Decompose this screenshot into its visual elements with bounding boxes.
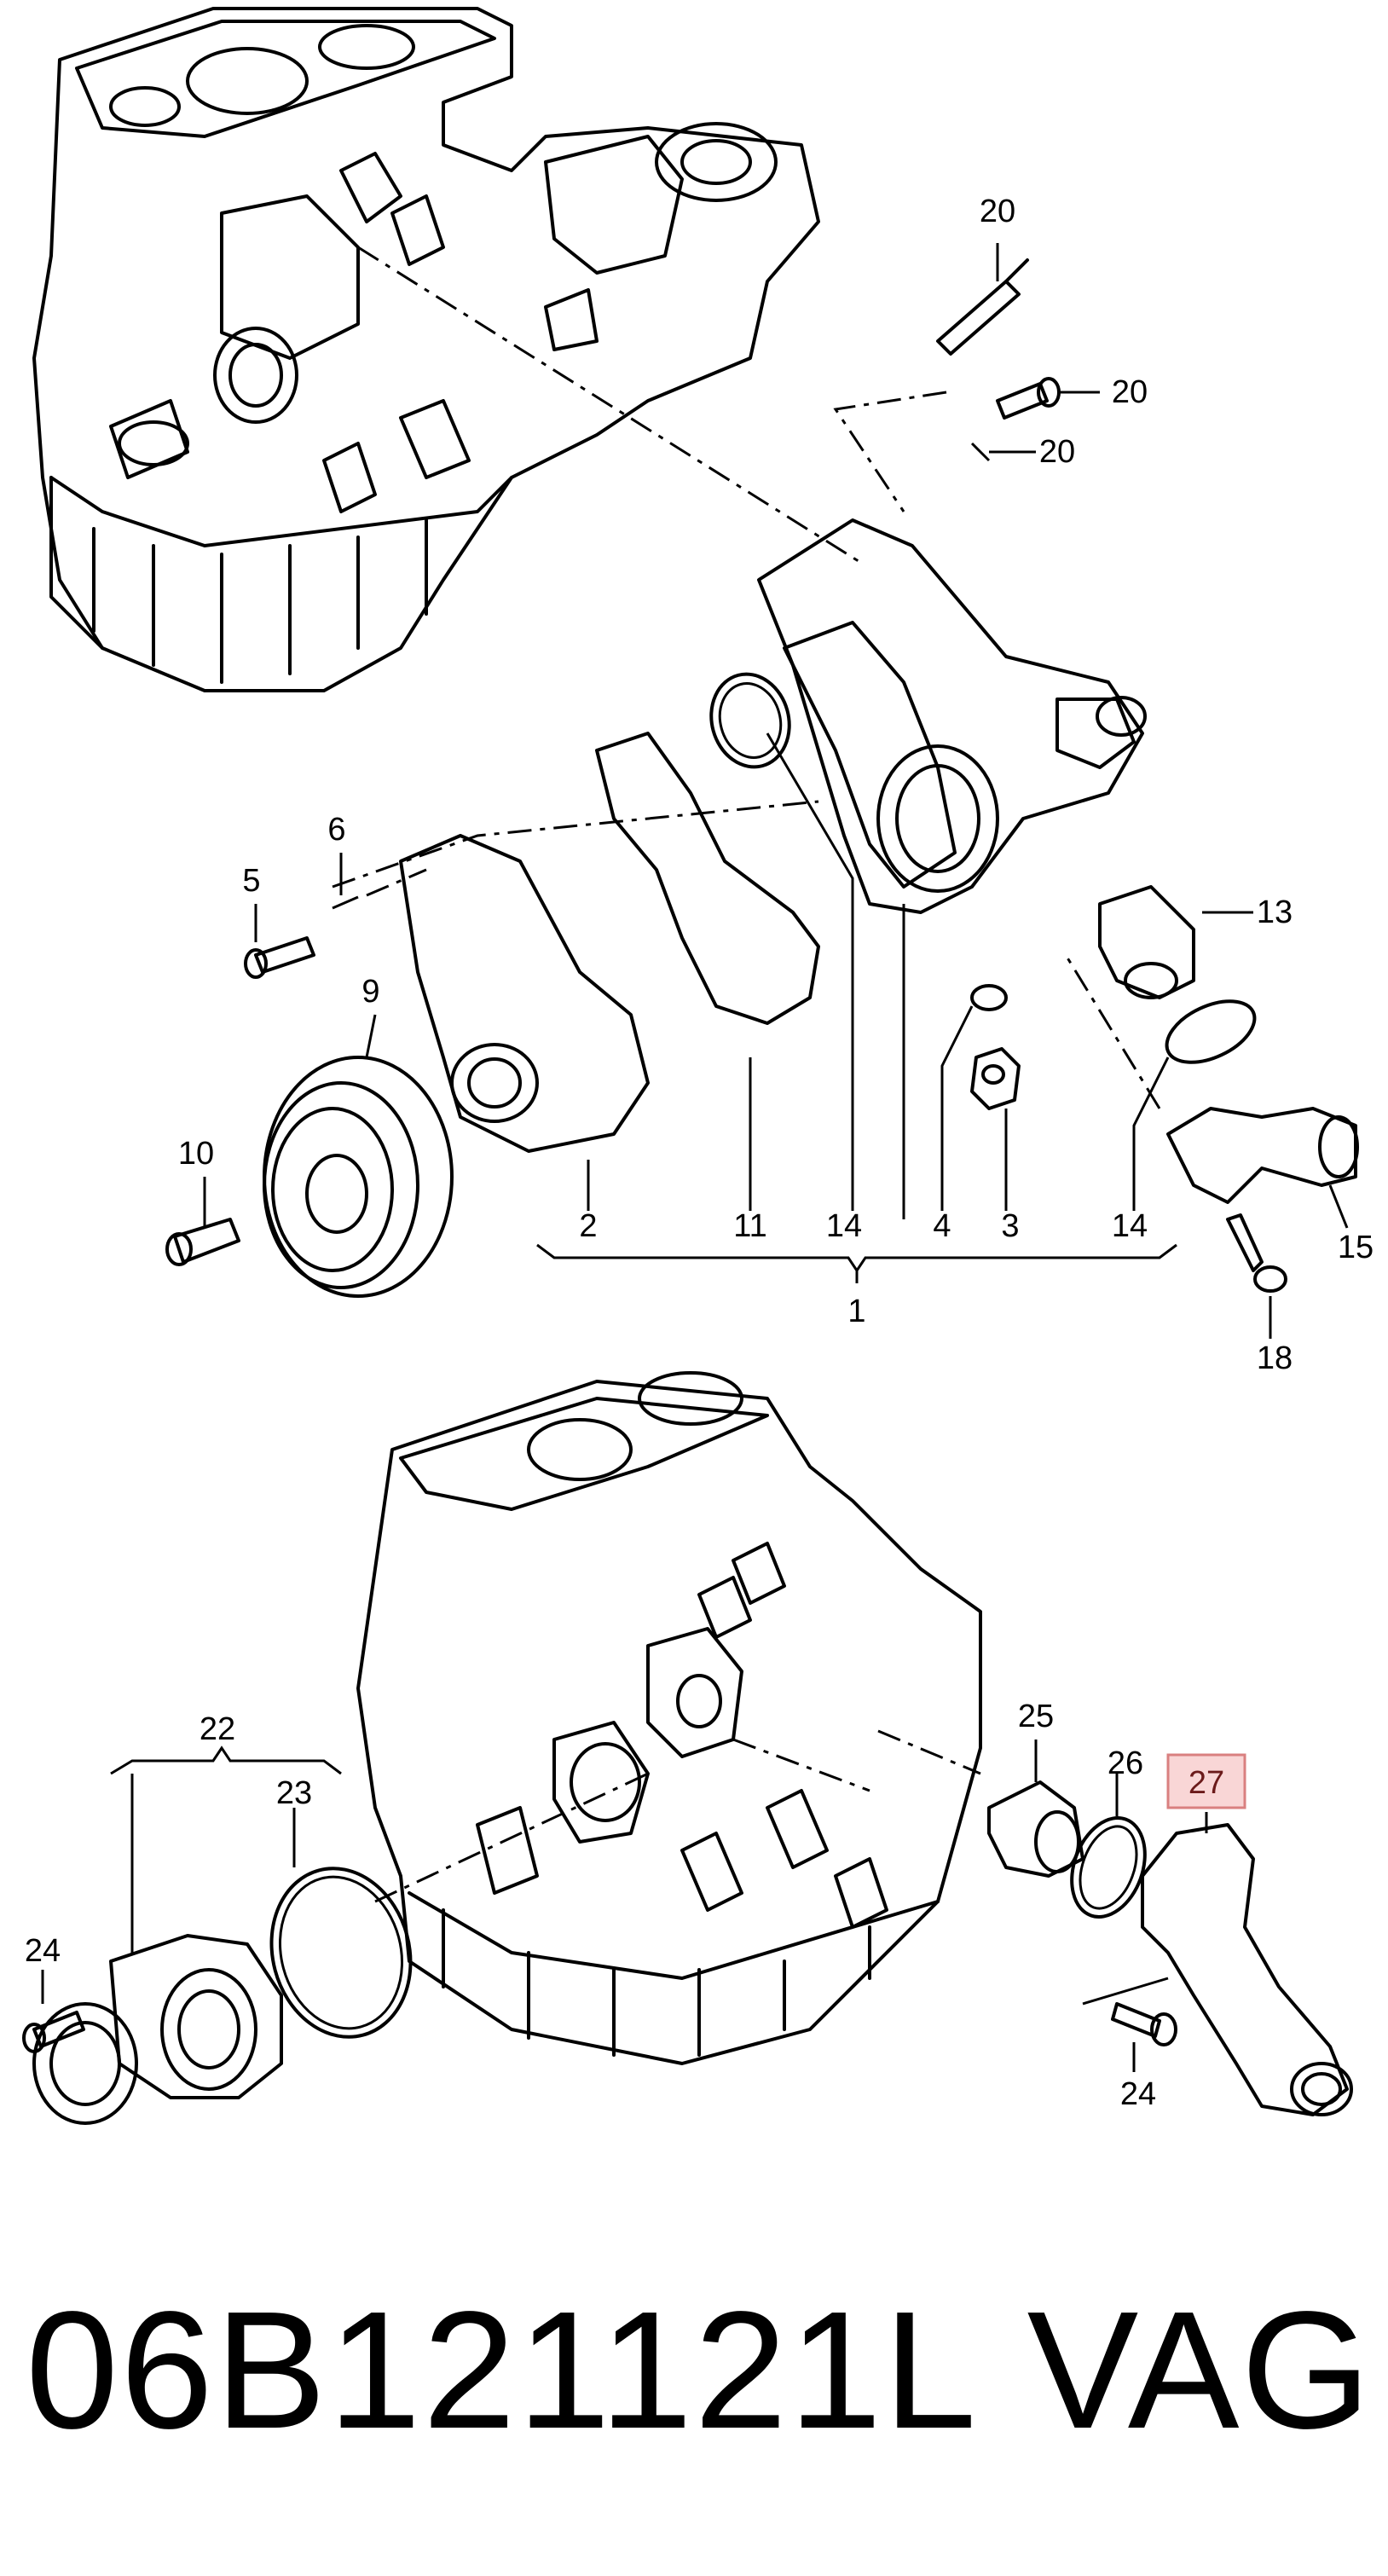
bolt-20-long: [936, 258, 1029, 356]
callout-15: 15: [1338, 1230, 1374, 1265]
callout-20-c: 20: [1039, 434, 1075, 470]
bolt-20-short: [996, 377, 1061, 420]
brand-name: VAG: [1027, 2277, 1373, 2463]
callout-9: 9: [361, 974, 379, 1010]
bolt-24-right: [1111, 2002, 1177, 2046]
callout-5: 5: [242, 863, 260, 899]
thermostat-13: [1098, 885, 1195, 999]
callout-10: 10: [178, 1136, 214, 1172]
callout-14-a: 14: [826, 1208, 862, 1244]
callout-27-highlight: [1166, 1753, 1246, 1809]
part-caption: 06B121121L VAG: [26, 2268, 1373, 2473]
callout-26: 26: [1108, 1745, 1143, 1781]
water-pump-housing: [757, 518, 1147, 914]
callout-3: 3: [1001, 1208, 1019, 1244]
bolt-24-left: [22, 2011, 85, 2053]
callout-6: 6: [327, 812, 345, 848]
pump-gasket-oval: [709, 672, 791, 769]
thermostat-25: [987, 1780, 1084, 1878]
callout-20-a: 20: [980, 194, 1015, 229]
o-ring-26: [1070, 1815, 1147, 1919]
nut-3: [970, 1047, 1021, 1110]
pulley: [263, 1056, 454, 1298]
coolant-flange-27: [1141, 1823, 1353, 2116]
o-ring-14: [1165, 999, 1257, 1064]
callout-27: 27: [1188, 1765, 1224, 1801]
callout-1: 1: [847, 1294, 865, 1329]
callout-13: 13: [1257, 894, 1293, 930]
callout-2: 2: [579, 1208, 597, 1244]
callout-20-b: 20: [1112, 374, 1148, 410]
o-ring-23: [269, 1867, 413, 2039]
engine-block-bottom: [356, 1371, 982, 2065]
coolant-elbow-15: [1166, 1107, 1359, 1204]
washer-20: [970, 442, 991, 462]
bolt-10: [165, 1218, 240, 1266]
callout-14-b: 14: [1112, 1208, 1148, 1244]
callout-4: 4: [933, 1208, 951, 1244]
callout-24-a: 24: [25, 1933, 61, 1969]
bolt-5: [244, 936, 315, 979]
exploded-parts-diagram: 20 20 20 5 6 9 10 13 2 11 14 4 3 14 15 1…: [22, 7, 1374, 2125]
callout-25: 25: [1018, 1699, 1054, 1734]
callout-23: 23: [276, 1775, 312, 1811]
part-number: 06B121121L: [26, 2277, 979, 2463]
washer-6: [332, 895, 359, 910]
housing-gasket: [595, 732, 820, 1025]
callout-18: 18: [1257, 1340, 1293, 1376]
engine-block-top: [32, 7, 820, 692]
water-pump-22: [32, 1934, 283, 2125]
callout-11: 11: [733, 1208, 766, 1244]
callout-22: 22: [200, 1711, 235, 1747]
callout-24-b: 24: [1120, 2076, 1156, 2112]
water-pump: [399, 834, 650, 1153]
seal-ring-4: [970, 984, 1008, 1011]
bolt-18: [1226, 1213, 1287, 1293]
